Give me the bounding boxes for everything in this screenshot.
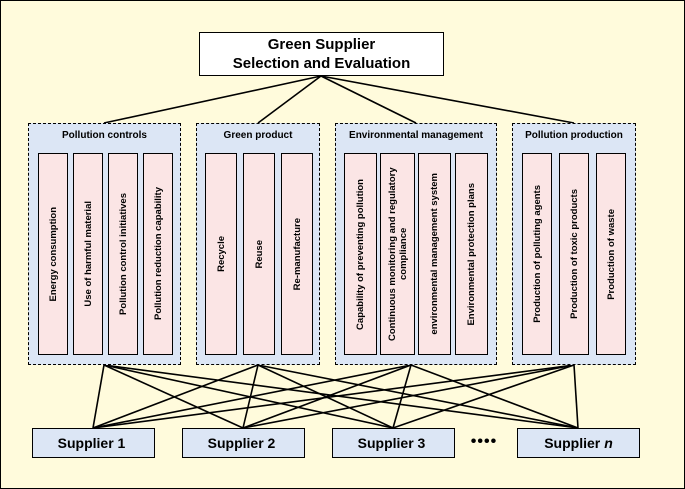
group-environmental-management: Environmental management Capability of p…	[335, 123, 497, 365]
criterion-label: Production of toxic products	[568, 189, 580, 319]
supplier-label: Supplier 1	[57, 435, 126, 451]
criterion-label: Use of harmful material	[82, 201, 94, 307]
group-to-supplier-line	[242, 364, 575, 429]
more-suppliers-ellipsis: ••••	[470, 433, 498, 450]
goal-box: Green Supplier Selection and Evaluation	[199, 32, 444, 76]
goal-to-group-line	[320, 75, 575, 124]
supplier-box-3: Supplier 3	[332, 428, 455, 458]
criterion-box: Pollution control initiatives	[108, 153, 138, 355]
criterion-label: environmental management system	[429, 173, 440, 335]
criterion-label: Capability of preventing pollution	[355, 178, 366, 330]
group-green-product: Green product Recycle Reuse Re-manufactu…	[196, 123, 320, 365]
group-pollution-production: Pollution production Production of pollu…	[512, 123, 636, 365]
group-to-supplier-line	[573, 364, 579, 429]
group-to-supplier-line	[257, 364, 579, 429]
criterion-label: Environmental protection plans	[466, 182, 477, 326]
supplier-box-2: Supplier 2	[182, 428, 305, 458]
criterion-box: Pollution reduction capability	[143, 153, 173, 355]
group-title: Green product	[223, 130, 293, 141]
group-to-supplier-line	[103, 364, 579, 429]
criterion-box: Use of harmful material	[73, 153, 103, 355]
group-to-supplier-line	[392, 364, 575, 429]
criterion-label: Production of waste	[605, 208, 617, 300]
criterion-box: Re-manufacture	[281, 153, 313, 355]
criterion-label: Reuse	[253, 239, 265, 269]
criterion-label: Continuous monitoring and regulatory com…	[386, 167, 409, 341]
criterion-box: Production of toxic products	[559, 153, 589, 355]
goal-to-group-line	[320, 75, 417, 124]
group-to-supplier-line	[410, 364, 579, 429]
criterion-label: Re-manufacture	[291, 217, 303, 291]
supplier-box-1: Supplier 1	[32, 428, 155, 458]
group-title: Environmental management	[349, 130, 483, 141]
criterion-label: Recycle	[215, 236, 227, 272]
group-title: Pollution production	[525, 130, 623, 141]
supplier-label: Supplier 2	[207, 435, 276, 451]
group-title: Pollution controls	[62, 130, 147, 141]
supplier-suffix: n	[604, 435, 613, 451]
criterion-label: Energy consumption	[47, 206, 59, 302]
group-to-supplier-line	[242, 364, 412, 429]
criterion-box: Environmental protection plans	[455, 153, 488, 355]
criterion-box: Capability of preventing pollution	[344, 153, 377, 355]
criterion-box: environmental management system	[418, 153, 451, 355]
criterion-label: Pollution reduction capability	[152, 187, 164, 321]
criterion-label: Pollution control initiatives	[117, 193, 129, 315]
group-to-supplier-line	[392, 364, 412, 429]
goal-to-group-line	[103, 75, 322, 124]
group-to-supplier-line	[92, 364, 412, 429]
group-to-supplier-line	[92, 364, 105, 429]
criterion-box: Recycle	[205, 153, 237, 355]
criterion-box: Energy consumption	[38, 153, 68, 355]
goal-title-line2: Selection and Evaluation	[232, 55, 411, 72]
group-to-supplier-line	[92, 364, 575, 429]
criterion-label: Production of polluting agents	[531, 185, 543, 323]
group-to-supplier-line	[92, 364, 259, 429]
goal-to-group-line	[257, 75, 322, 124]
goal-title-line1: Green Supplier	[267, 36, 376, 53]
supplier-label: Supplier 3	[357, 435, 426, 451]
criterion-box: Production of waste	[596, 153, 626, 355]
group-pollution-controls: Pollution controls Energy consumption Us…	[28, 123, 181, 365]
supplier-label: Supplier	[544, 435, 601, 451]
criterion-box: Reuse	[243, 153, 275, 355]
criterion-box: Continuous monitoring and regulatory com…	[380, 153, 415, 355]
criterion-box: Production of polluting agents	[522, 153, 552, 355]
